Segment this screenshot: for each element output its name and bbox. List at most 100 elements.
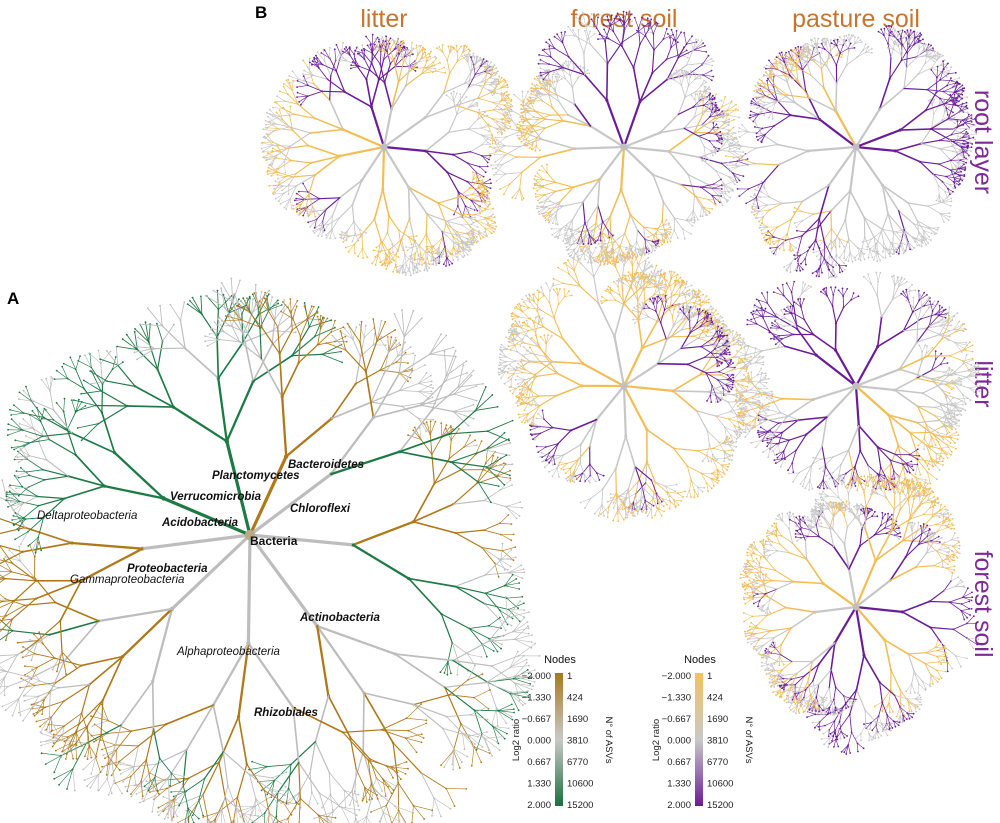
tree-node: [101, 765, 103, 768]
tree-edge: [470, 144, 483, 153]
tree-node: [423, 269, 426, 272]
tree-edge: [87, 744, 90, 760]
tree-edge: [462, 732, 479, 738]
tree-node: [262, 150, 265, 153]
tree-edge: [20, 678, 35, 686]
tree-edge: [484, 603, 509, 610]
tree-edge: [242, 813, 256, 823]
tree-node: [114, 356, 117, 358]
tree-edge: [394, 805, 414, 814]
tree-edge: [48, 620, 100, 636]
tree-edge: [33, 682, 57, 686]
tree-edge: [470, 706, 487, 716]
tree-node: [492, 207, 494, 210]
tree-node: [212, 289, 215, 292]
tree-edge: [89, 370, 108, 382]
tree-node: [320, 52, 323, 54]
tree-edge: [1, 479, 8, 502]
tree-node: [149, 791, 151, 793]
tree-node: [343, 48, 346, 50]
tree-node: [441, 255, 443, 258]
tree-node: [8, 549, 11, 552]
tree-node: [16, 512, 19, 515]
tree-node: [512, 708, 515, 711]
tree-edge: [218, 317, 230, 327]
tree-node: [486, 718, 489, 721]
tree-node: [496, 724, 499, 727]
tree-node: [267, 169, 269, 172]
tree-edge: [200, 295, 203, 315]
tree-node: [348, 47, 351, 50]
tree-node: [284, 794, 286, 797]
tree-node: [9, 408, 11, 411]
tree-edge: [456, 97, 479, 107]
tree-node: [471, 239, 473, 242]
tree-node: [683, 237, 686, 240]
tree-node: [463, 254, 466, 257]
tree-edge: [396, 361, 409, 364]
tree-edge: [309, 741, 316, 774]
tree-node: [669, 231, 672, 234]
tree-node: [534, 642, 537, 645]
tree-node: [9, 500, 12, 503]
tree-edge: [661, 201, 664, 222]
tree-node: [738, 179, 741, 182]
tree-node: [19, 686, 21, 689]
tree-node: [410, 243, 413, 246]
tree-node: [27, 545, 30, 547]
tree-node: [425, 722, 428, 725]
tree-node: [480, 656, 483, 658]
tree-node: [274, 197, 277, 200]
tree-node: [295, 211, 298, 214]
tree-node: [385, 268, 388, 270]
tree-node: [295, 197, 298, 200]
tree-node: [4, 639, 7, 642]
tree-node: [420, 703, 423, 705]
tree-edge: [282, 108, 295, 115]
tree-node: [313, 232, 316, 234]
tree-edge: [216, 308, 219, 338]
tree-edge: [453, 723, 462, 752]
tree-node: [485, 60, 488, 62]
tree-node: [292, 208, 295, 211]
tree-edge: [440, 661, 449, 673]
tree-edge: [453, 93, 458, 102]
tree-node: [720, 188, 723, 190]
tree-node: [507, 514, 510, 516]
tree-edge: [48, 724, 65, 727]
tree-node: [76, 427, 79, 429]
tree-edge: [275, 102, 283, 109]
tree-node: [432, 387, 434, 390]
tree-edge: [497, 704, 513, 712]
tree-edge: [363, 692, 415, 706]
tree-node: [339, 54, 342, 56]
tree-node: [488, 156, 491, 159]
tree-node: [14, 538, 16, 541]
tree-node: [402, 42, 405, 45]
tree-node: [296, 299, 299, 302]
tree-node: [503, 568, 506, 571]
tree-edge: [169, 304, 181, 321]
tree-node: [398, 820, 401, 822]
tree-node: [392, 776, 394, 779]
tree-node: [58, 783, 60, 786]
tree-node: [276, 95, 278, 98]
tree-edge: [126, 405, 175, 408]
tree-node: [39, 731, 42, 734]
tree-edge: [61, 725, 65, 741]
tree-edge: [121, 607, 174, 658]
tree-node: [647, 252, 650, 255]
tree-node: [466, 372, 468, 374]
tree-edge: [387, 232, 393, 245]
tree-node: [439, 260, 441, 263]
tree-edge: [403, 310, 414, 338]
tree-node: [40, 744, 43, 747]
tree-edge: [506, 596, 523, 599]
tree-edge: [380, 729, 407, 739]
tree-node: [17, 494, 20, 497]
tree-edge: [453, 246, 457, 255]
tree-node: [486, 194, 489, 197]
tree-edge: [11, 418, 23, 431]
tree-edge: [477, 481, 500, 487]
tree-node: [517, 607, 519, 610]
